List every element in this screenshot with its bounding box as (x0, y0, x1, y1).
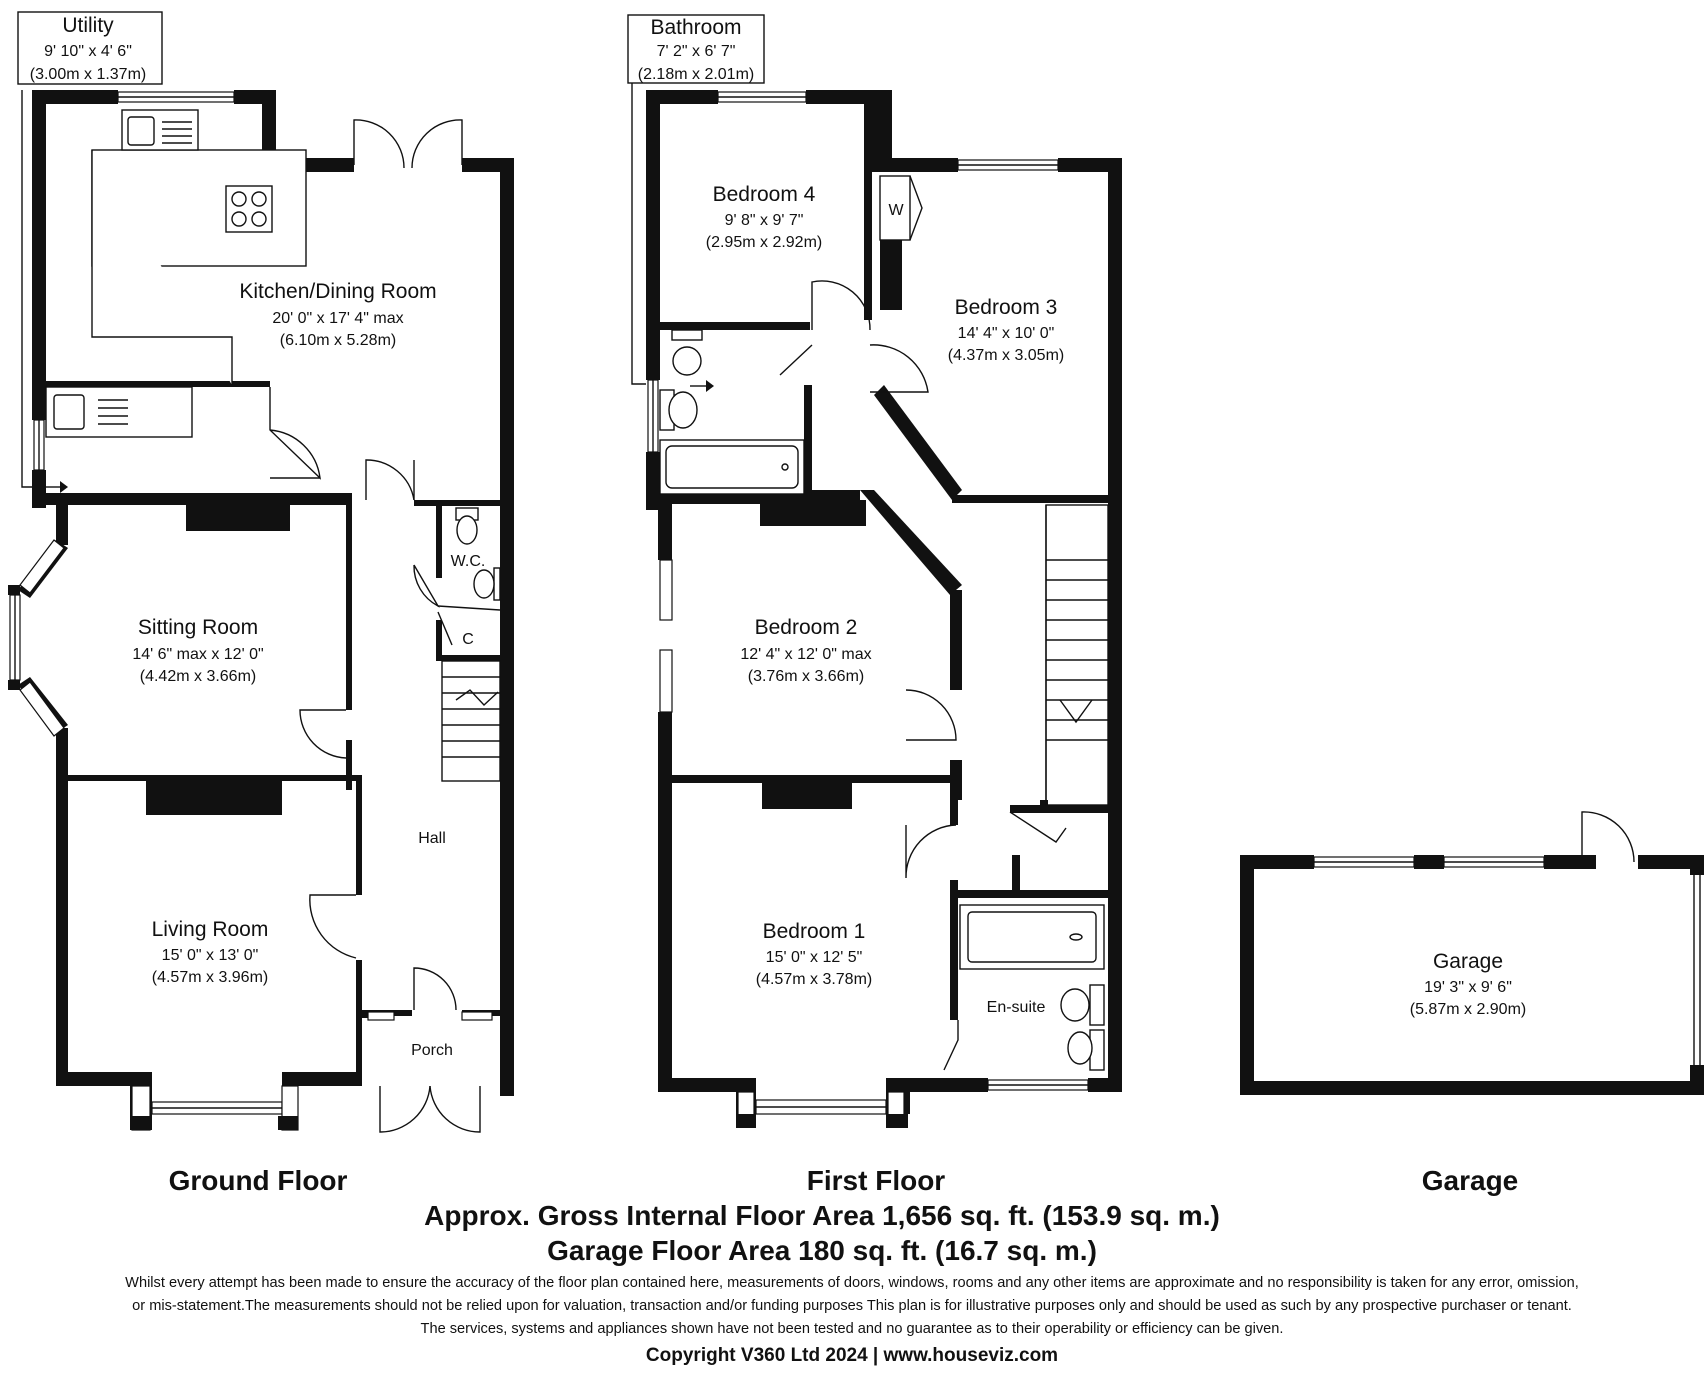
sitting-room-dim-metric: (4.42m x 3.66m) (140, 668, 256, 685)
bathroom-outline (631, 83, 646, 385)
garage-dim-imperial: 19' 3" x 9' 6" (1424, 979, 1512, 996)
utility-dim-metric: (3.00m x 1.37m) (30, 66, 146, 83)
bathroom-label-box (627, 14, 765, 84)
bedroom-2-dim-imperial: 12' 4" x 12' 0" max (740, 646, 871, 663)
kitchen-name: Kitchen/Dining Room (239, 280, 436, 303)
gross-area: Approx. Gross Internal Floor Area 1,656 … (424, 1200, 1220, 1231)
sitting-room-name: Sitting Room (138, 616, 258, 639)
kitchen-dim-imperial: 20' 0" x 17' 4" max (272, 310, 403, 327)
bedroom-2-dim-metric: (3.76m x 3.66m) (748, 668, 864, 685)
garage-name: Garage (1433, 950, 1503, 973)
disclaimer-line-2: or mis-statement.The measurements should… (132, 1298, 1572, 1314)
bathroom-dim-imperial: 7' 2" x 6' 7" (657, 43, 736, 60)
bedroom-4-dim-metric: (2.95m x 2.92m) (706, 234, 822, 251)
utility-name: Utility (62, 14, 114, 37)
first-floor-title: First Floor (807, 1165, 946, 1196)
garage-area: Garage Floor Area 180 sq. ft. (16.7 sq. … (547, 1235, 1097, 1266)
bedroom-1-dim-metric: (4.57m x 3.78m) (756, 971, 872, 988)
living-room-dim-metric: (4.57m x 3.96m) (152, 969, 268, 986)
copyright: Copyright V360 Ltd 2024 | www.houseviz.c… (645, 1345, 1059, 1366)
en-suite-name: En-suite (987, 999, 1046, 1016)
wc-name: W.C. (451, 553, 486, 570)
bedroom-1-dim-imperial: 15' 0" x 12' 5" (766, 949, 863, 966)
kitchen-dim-metric: (6.10m x 5.28m) (280, 332, 396, 349)
bedroom-3-dim-metric: (4.37m x 3.05m) (948, 347, 1064, 364)
bathroom-dim-metric: (2.18m x 2.01m) (638, 66, 754, 83)
garage-title: Garage (1422, 1165, 1519, 1196)
hall-name: Hall (418, 830, 446, 847)
living-room-dim-imperial: 15' 0" x 13' 0" (162, 947, 259, 964)
bedroom-3-dim-imperial: 14' 4" x 10' 0" (958, 325, 1055, 342)
bathroom-name: Bathroom (650, 16, 741, 39)
disclaimer: Whilst every attempt has been made to en… (0, 1272, 1704, 1341)
first-floor-plan (631, 83, 1122, 1128)
sitting-room-dim-imperial: 14' 6" max x 12' 0" (132, 646, 263, 663)
bedroom-3-name: Bedroom 3 (955, 296, 1058, 319)
disclaimer-line-3: The services, systems and appliances sho… (420, 1321, 1284, 1337)
bedroom-1-name: Bedroom 1 (763, 920, 866, 943)
bedroom-4-dim-imperial: 9' 8" x 9' 7" (725, 212, 804, 229)
bedroom-4-name: Bedroom 4 (713, 183, 816, 206)
disclaimer-line-1: Whilst every attempt has been made to en… (125, 1275, 1579, 1291)
utility-label-box (17, 11, 163, 85)
living-room-name: Living Room (152, 918, 269, 941)
cupboard-name: C (462, 631, 474, 648)
garage-dim-metric: (5.87m x 2.90m) (1410, 1001, 1526, 1018)
ground-floor-plan (8, 90, 514, 1133)
porch-name: Porch (411, 1042, 453, 1059)
utility-dim-imperial: 9' 10" x 4' 6" (44, 43, 132, 60)
bedroom-2-name: Bedroom 2 (755, 616, 858, 639)
wardrobe-label: W (888, 202, 904, 219)
garage-plan (1240, 811, 1704, 1095)
ground-floor-title: Ground Floor (169, 1165, 348, 1196)
